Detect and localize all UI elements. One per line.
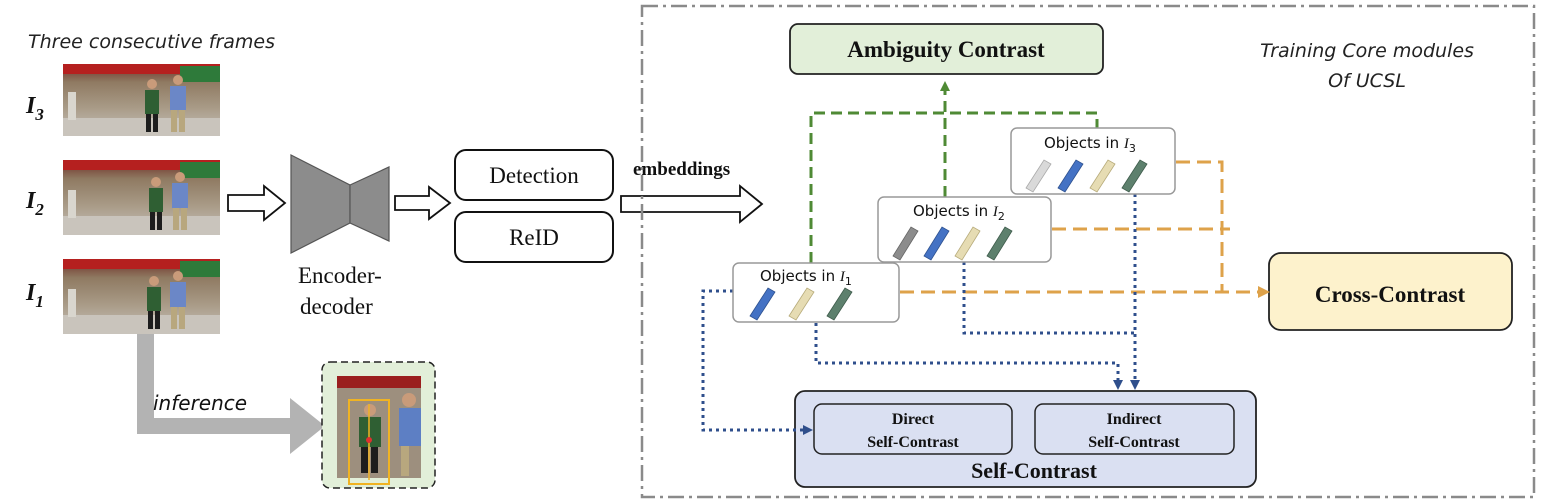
embedding-bar	[954, 226, 981, 261]
self-contrast-label: Self-Contrast	[971, 458, 1098, 483]
embedding-bar	[1025, 159, 1052, 193]
inference-arrow	[137, 334, 325, 454]
frame-label-i2: I2	[25, 188, 44, 219]
svg-text:I1: I1	[25, 280, 44, 311]
frame-image-i3	[63, 64, 220, 136]
training-title-line1: Training Core modules	[1260, 40, 1474, 62]
svg-text:Objects in I3: Objects in I3	[1044, 134, 1136, 155]
svg-text:I3: I3	[25, 93, 44, 124]
objects-i2-box: Objects in I2	[877, 196, 1052, 263]
indirect-label-line2: Self-Contrast	[1088, 434, 1180, 451]
cross-contrast-label: Cross-Contrast	[1315, 282, 1466, 307]
ambiguity-arrows	[809, 81, 1099, 263]
frames-caption: Three consecutive frames	[28, 31, 275, 53]
embedding-bar	[892, 226, 919, 261]
cross-contrast-arrows	[900, 160, 1270, 298]
svg-text:Objects in I1: Objects in I1	[760, 267, 852, 288]
detection-box	[454, 149, 614, 201]
inference-label: inference	[153, 391, 247, 415]
frame-label-i1: I1	[25, 280, 44, 311]
direct-label-line2: Self-Contrast	[867, 434, 959, 451]
indirect-label-line1: Indirect	[1107, 411, 1162, 428]
reid-label: ReID	[509, 225, 559, 250]
embedding-bar	[826, 287, 853, 321]
embedding-bar	[1089, 159, 1116, 193]
encoder-to-heads-arrow	[394, 185, 452, 221]
self-contrast-arrows	[701, 194, 1140, 435]
encoder-label-line1: Encoder-	[298, 263, 382, 288]
objects-i3-box: Objects in I3	[1010, 127, 1176, 195]
embedding-bar	[986, 226, 1013, 261]
embedding-bar	[788, 287, 815, 321]
frame-image-i1	[63, 259, 220, 334]
reid-box	[454, 211, 614, 263]
indirect-self-contrast-box	[1034, 403, 1235, 455]
embedding-bar	[749, 287, 776, 321]
embedding-bar	[923, 226, 950, 261]
encoder-label-line2: decoder	[300, 294, 373, 319]
objects-i1-box: Objects in I1	[732, 262, 900, 323]
inference-result-image	[321, 361, 436, 489]
training-title-line2: Of UCSL	[1328, 70, 1406, 92]
embedding-bar	[1121, 159, 1148, 193]
embeddings-label: embeddings	[633, 159, 730, 180]
direct-self-contrast-box	[813, 403, 1013, 455]
detection-label: Detection	[489, 163, 579, 188]
embedding-bar	[1057, 159, 1084, 193]
training-core-region	[640, 4, 1536, 499]
encoder-decoder-icon	[290, 154, 390, 254]
direct-label-line1: Direct	[892, 411, 935, 428]
frame-label-i3: I3	[25, 93, 44, 124]
svg-text:I2: I2	[25, 188, 44, 219]
frame-image-i2	[63, 160, 220, 235]
svg-text:Objects in I2: Objects in I2	[913, 202, 1005, 223]
frames-to-encoder-arrow	[227, 184, 287, 222]
ambiguity-contrast-box	[789, 23, 1104, 75]
ambiguity-contrast-label: Ambiguity Contrast	[847, 37, 1045, 62]
